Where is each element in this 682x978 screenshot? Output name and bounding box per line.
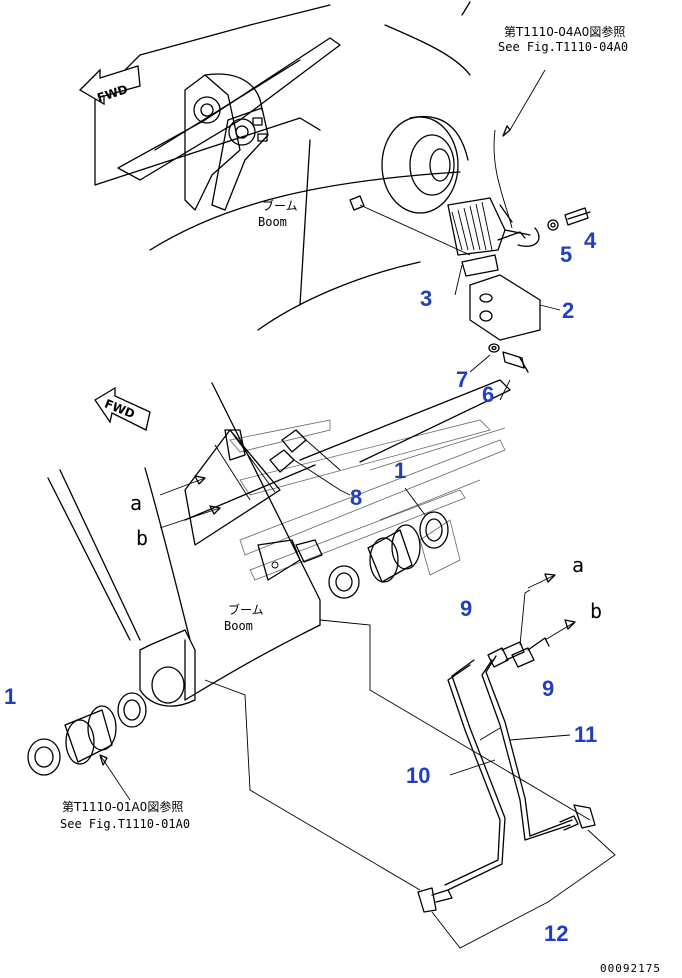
callout-5: 5 <box>560 242 572 267</box>
lower-boom-label-jp: ブーム <box>228 602 264 617</box>
nut-upper <box>349 195 471 256</box>
switch-plate <box>184 429 341 581</box>
drawing-code: 00092175 <box>600 962 661 975</box>
callout-11: 11 <box>574 722 597 747</box>
callout-7: 7 <box>456 367 468 392</box>
callout-leaders <box>339 264 571 776</box>
connection-b-right: b <box>590 599 602 623</box>
work-lamp <box>447 197 531 256</box>
connection-a-right: a <box>572 553 584 577</box>
lower-boom-body <box>47 379 511 707</box>
bushing-left <box>27 692 147 801</box>
lower-boom-label-en: Boom <box>224 619 253 633</box>
top-reference-jp: 第T1110-04A0図参照 <box>504 24 625 39</box>
callout-3: 3 <box>420 286 432 311</box>
left-connection-arrows <box>159 475 221 529</box>
top-reference-en: See Fig.T1110-04A0 <box>498 40 628 54</box>
hose-11 <box>481 655 573 841</box>
callout-6: 6 <box>482 382 494 407</box>
callout-2: 2 <box>562 298 574 323</box>
upper-boom-link-bracket <box>117 37 341 211</box>
hose-routing <box>204 619 591 891</box>
connection-b-left: b <box>136 526 148 550</box>
upper-boom-label-en: Boom <box>258 215 287 229</box>
bottom-reference-en: See Fig.T1110-01A0 <box>60 817 190 831</box>
elbow-12-right <box>559 804 596 831</box>
callout-1-right: 1 <box>394 458 406 483</box>
bolt-6 <box>502 351 529 373</box>
washer-5 <box>547 219 559 231</box>
callout-12-bracket <box>431 829 616 949</box>
fwd-arrow-upper: FWD <box>78 65 141 105</box>
connection-a-left: a <box>130 491 142 515</box>
callout-10: 10 <box>406 763 430 788</box>
callout-8: 8 <box>350 485 362 510</box>
bushing-right <box>328 487 449 599</box>
upper-ref-leader <box>493 69 546 229</box>
elbow-12-left <box>417 887 453 913</box>
callout-9-upper: 9 <box>460 596 472 621</box>
washer-7 <box>488 343 500 353</box>
lower-fwd-arrow: FWD <box>94 386 151 431</box>
upper-boom-body <box>94 1 471 331</box>
ghost-outline <box>229 419 506 581</box>
upper-boom-label-jp: ブーム <box>262 198 298 213</box>
fitting-9-lower <box>511 619 576 668</box>
bolt-4 <box>564 207 591 226</box>
bottom-reference-jp: 第T1110-01A0図参照 <box>62 799 183 814</box>
callout-9-lower: 9 <box>542 676 554 701</box>
callout-12: 12 <box>544 921 568 946</box>
hose-10 <box>444 659 506 891</box>
fitting-9-upper <box>487 573 556 668</box>
upper-lamp-boss <box>381 116 469 214</box>
callout-1-left: 1 <box>4 684 16 709</box>
callout-4: 4 <box>584 228 597 253</box>
lamp-bracket <box>461 227 541 341</box>
